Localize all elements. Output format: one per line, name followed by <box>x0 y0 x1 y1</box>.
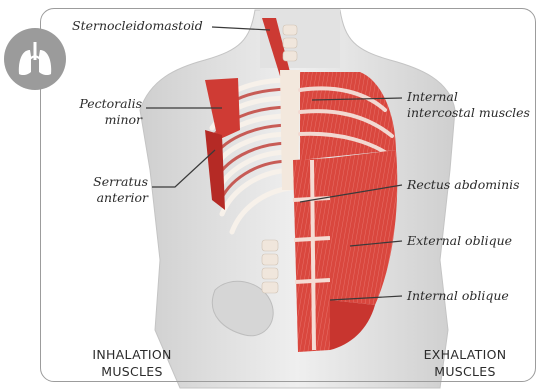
label-rectus-abdominis: Rectus abdominis <box>407 177 520 193</box>
caption-inhalation-line1: INHALATION <box>72 346 192 363</box>
label-internal-oblique: Internal oblique <box>407 288 509 304</box>
label-pectoralis-minor-line1: Pectoralis <box>58 96 142 112</box>
label-sternocleidomastoid: Sternocleidomastoid <box>72 18 203 34</box>
label-internal-intercostal-line2: intercostal muscles <box>407 105 530 121</box>
caption-inhalation-line2: MUSCLES <box>72 363 192 380</box>
caption-exhalation-line2: MUSCLES <box>405 363 525 380</box>
caption-exhalation: EXHALATION MUSCLES <box>405 346 525 380</box>
label-pectoralis-minor: Pectoralis minor <box>58 96 142 128</box>
lungs-icon <box>4 28 66 90</box>
label-external-oblique: External oblique <box>407 233 512 249</box>
label-serratus-anterior-line2: anterior <box>66 190 148 206</box>
label-internal-intercostal: Internal intercostal muscles <box>407 89 530 121</box>
label-serratus-anterior: Serratus anterior <box>66 174 148 206</box>
caption-exhalation-line1: EXHALATION <box>405 346 525 363</box>
label-pectoralis-minor-line2: minor <box>58 112 142 128</box>
caption-inhalation: INHALATION MUSCLES <box>72 346 192 380</box>
label-serratus-anterior-line1: Serratus <box>66 174 148 190</box>
label-internal-intercostal-line1: Internal <box>407 89 530 105</box>
